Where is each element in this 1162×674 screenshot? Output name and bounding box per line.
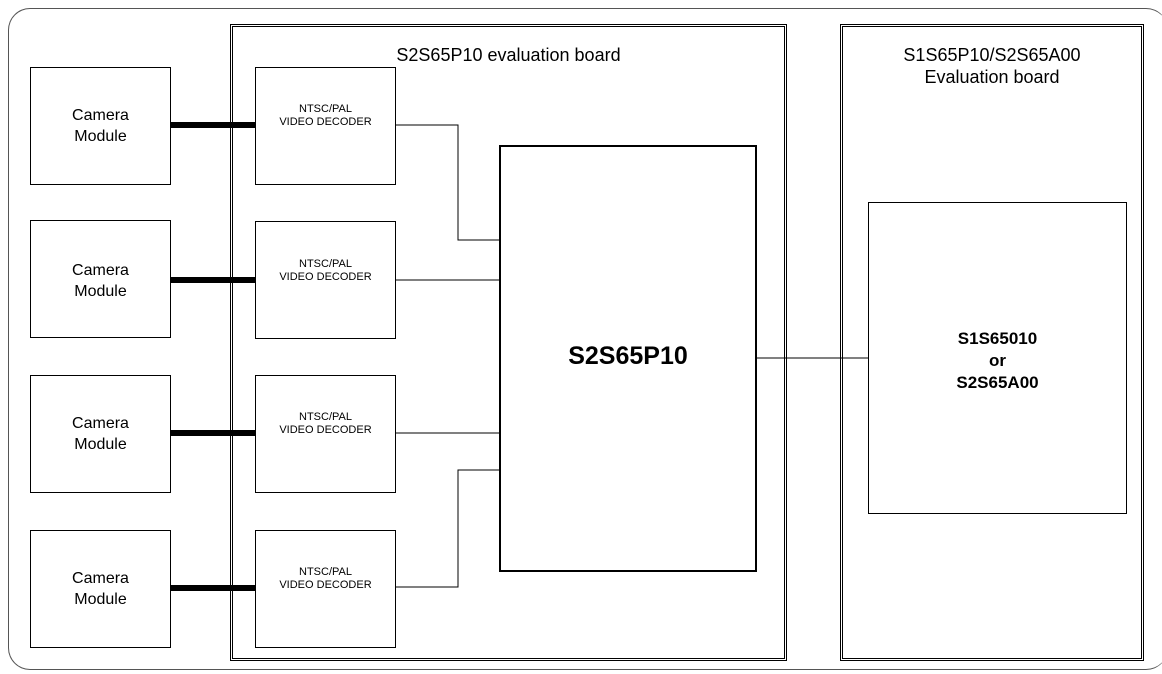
video-decoder-label: NTSC/PAL VIDEO DECODER	[279, 566, 372, 591]
video-decoder-label: NTSC/PAL VIDEO DECODER	[279, 103, 372, 128]
host-chip	[868, 202, 1127, 514]
diagram-frame	[8, 8, 1162, 670]
s2s65p10-board-title: S2S65P10 evaluation board	[396, 45, 621, 65]
camera-module-4	[30, 530, 171, 648]
video-decoder-label: NTSC/PAL VIDEO DECODER	[279, 411, 372, 436]
camera-module-1	[30, 67, 171, 185]
camera-module-3	[30, 375, 171, 493]
video-decoder-1	[255, 67, 396, 185]
host-evaluation-board	[840, 24, 1144, 661]
camera-module-label: Camera Module	[72, 415, 129, 453]
s2s65p10-chip-label: S2S65P10	[568, 342, 688, 370]
host-chip-label: S1S65010 or S2S65A00	[956, 329, 1039, 392]
s2s65p10-evaluation-board	[230, 24, 787, 661]
camera-module-label: Camera Module	[72, 262, 129, 300]
s2s65p10-chip	[499, 145, 757, 572]
video-decoder-label: NTSC/PAL VIDEO DECODER	[279, 258, 372, 283]
video-decoder-3	[255, 375, 396, 493]
camera-module-label: Camera Module	[72, 107, 129, 145]
camera-module-label: Camera Module	[72, 570, 129, 608]
camera-module-2	[30, 220, 171, 338]
host-board-title: S1S65P10/S2S65A00 Evaluation board	[903, 45, 1081, 87]
video-decoder-2	[255, 221, 396, 339]
decoder-link-1	[395, 124, 500, 241]
video-decoder-4	[255, 530, 396, 648]
decoder-link-4	[395, 469, 500, 588]
